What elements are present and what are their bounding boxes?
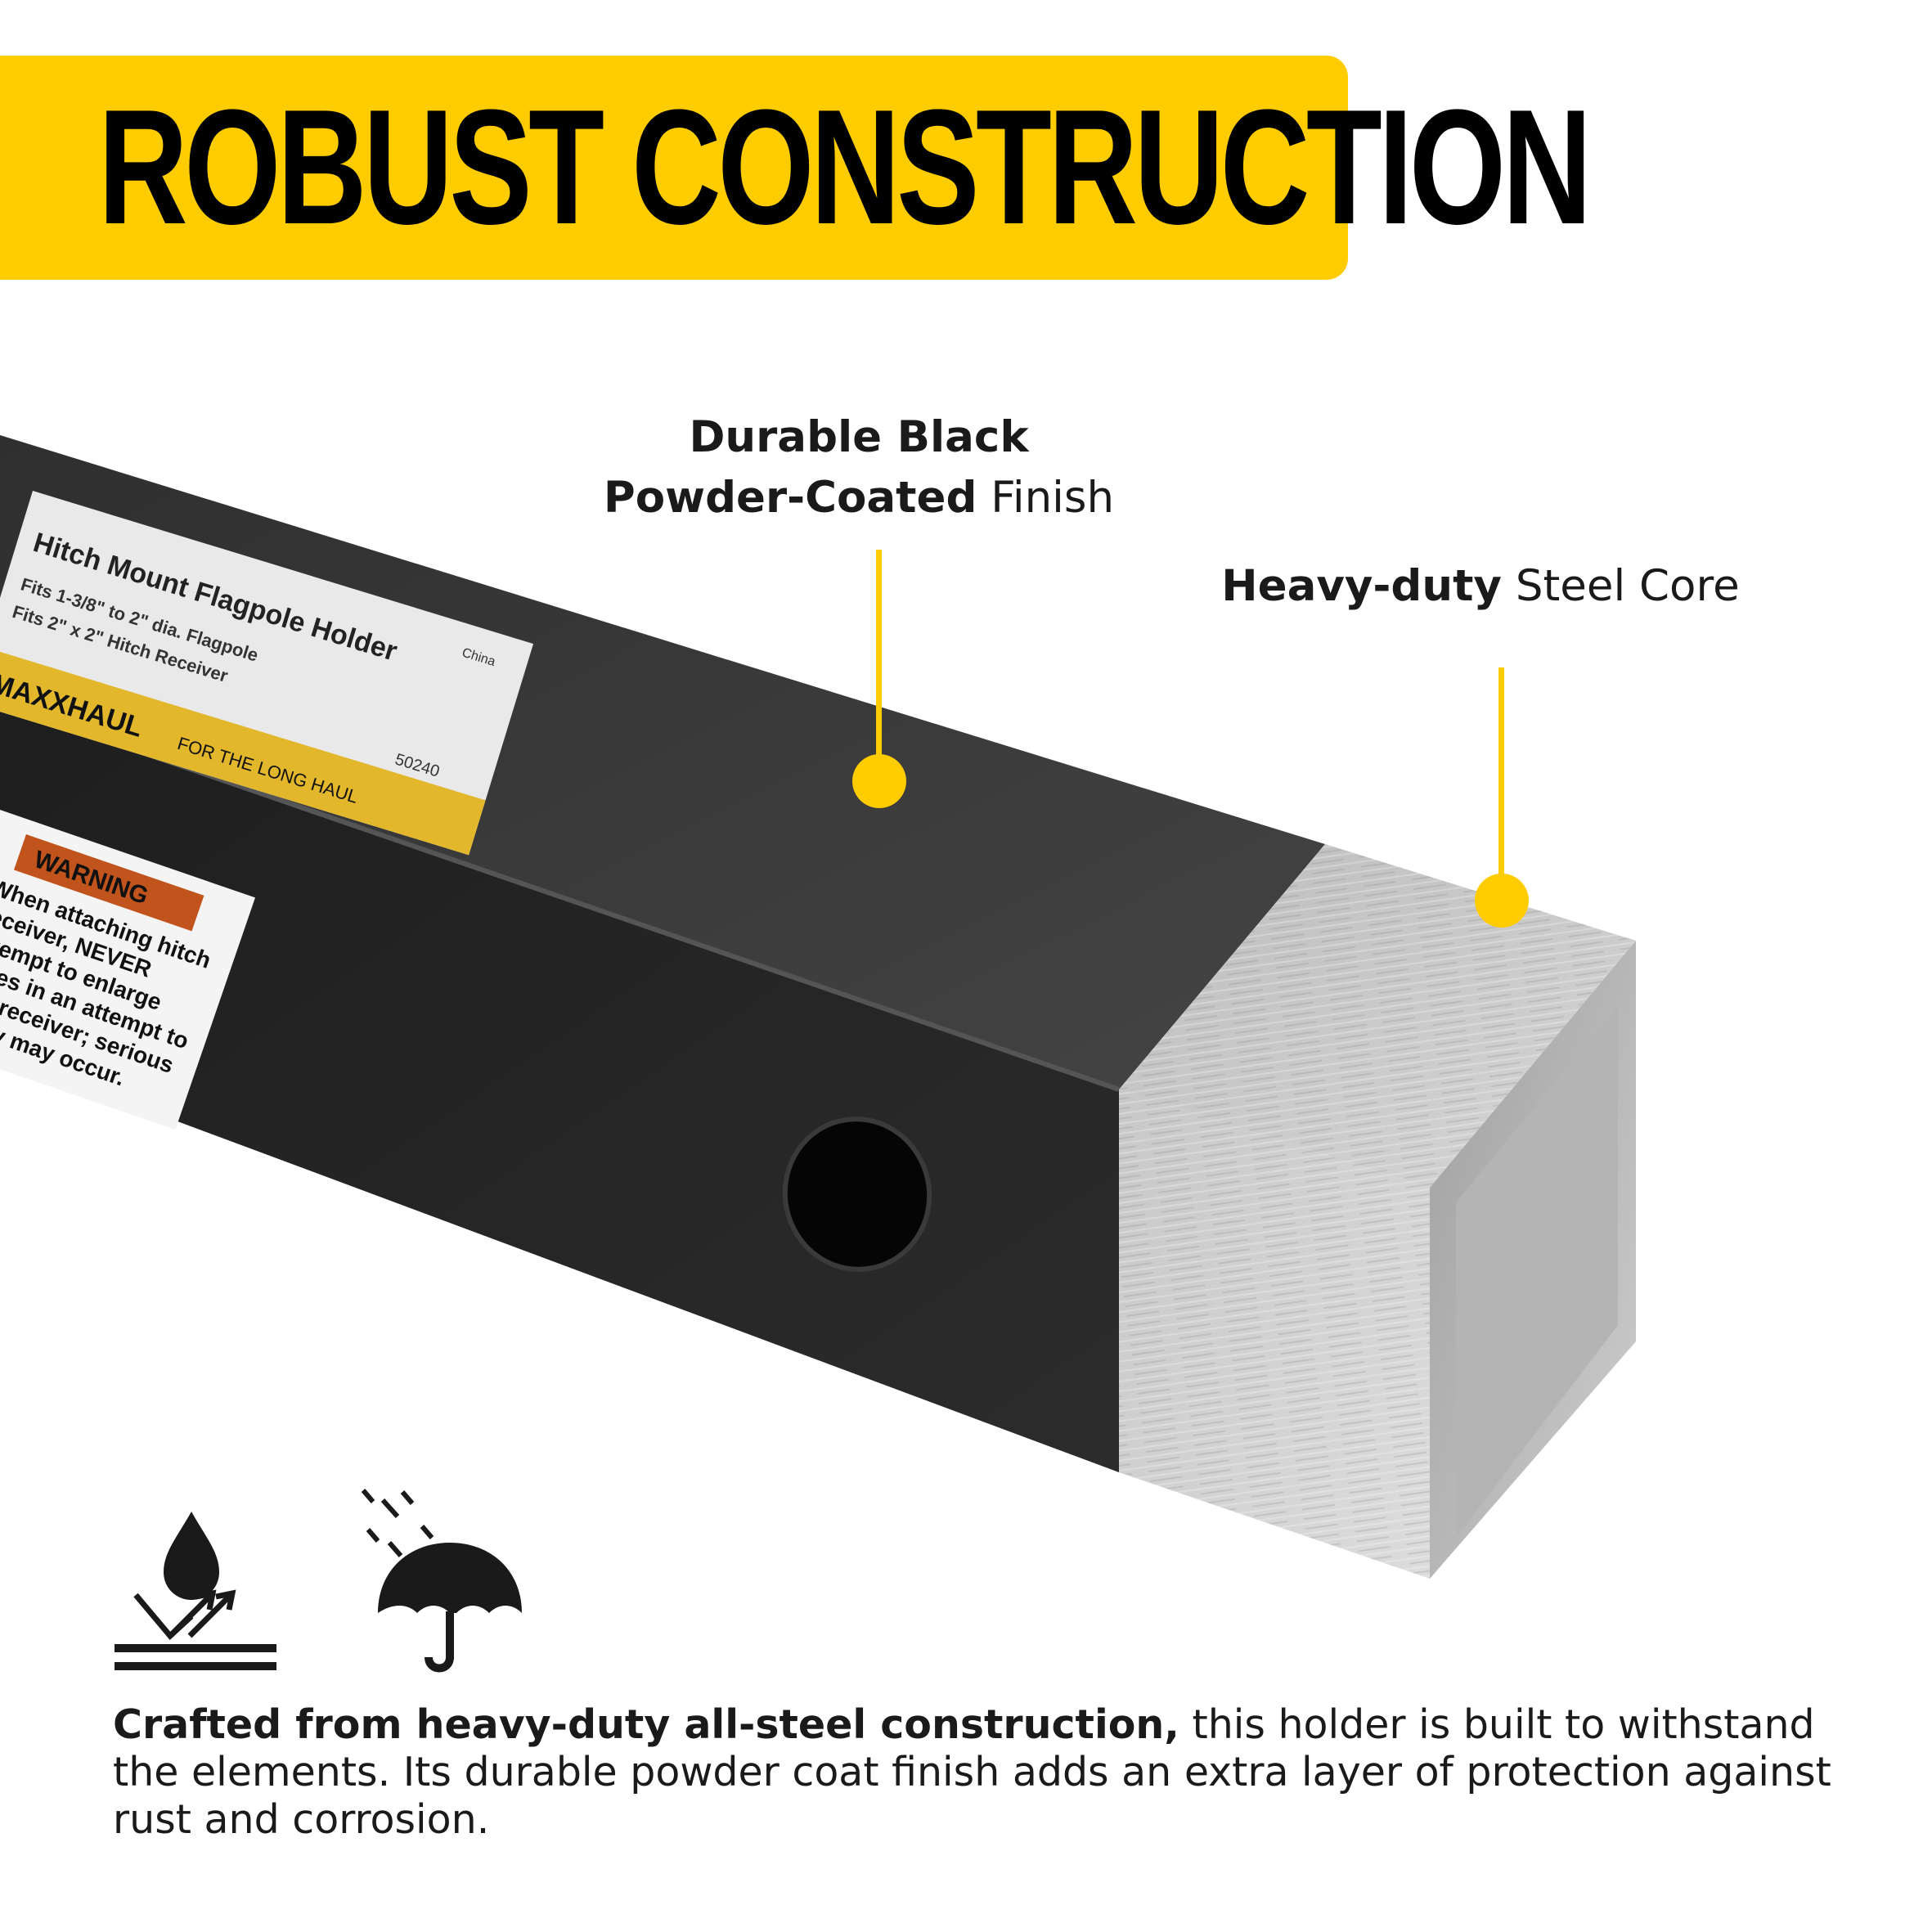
- callout-core: Heavy-duty Steel Core: [1161, 556, 1799, 617]
- callout-core-line: [1498, 667, 1504, 888]
- finish-line2-regular: Finish: [977, 473, 1115, 523]
- core-regular: Steel Core: [1501, 561, 1740, 611]
- caption-regular: this holder is built to withstand the el…: [113, 1701, 1831, 1843]
- finish-line2-bold: Powder-Coated: [603, 473, 977, 523]
- tube-side-face: [0, 703, 1119, 1472]
- finish-line1: Durable Black: [689, 412, 1029, 462]
- caption-bold: Crafted from heavy-duty all-steel constr…: [113, 1701, 1179, 1748]
- umbrella-rain-icon: [361, 1489, 522, 1673]
- core-bold: Heavy-duty: [1221, 561, 1502, 611]
- steel-core-opening: [1456, 1006, 1618, 1538]
- warning-label: WARNING When attaching hitch receiver, N…: [0, 810, 256, 1130]
- page-title: ROBUST CONSTRUCTION: [98, 76, 1592, 258]
- callout-finish: Durable Black Powder-Coated Finish: [573, 407, 1145, 528]
- callout-finish-dot: [852, 754, 906, 808]
- top-product-label: MAXXHAUL FOR THE LONG HAUL Hitch Mount F…: [0, 491, 534, 856]
- callout-core-dot: [1475, 874, 1529, 928]
- title-banner: ROBUST CONSTRUCTION: [0, 56, 1592, 280]
- description-caption: Crafted from heavy-duty all-steel constr…: [113, 1701, 1847, 1844]
- waterproof-icon: [115, 1512, 276, 1670]
- pin-hole: [782, 1117, 932, 1272]
- callout-finish-line: [876, 550, 882, 779]
